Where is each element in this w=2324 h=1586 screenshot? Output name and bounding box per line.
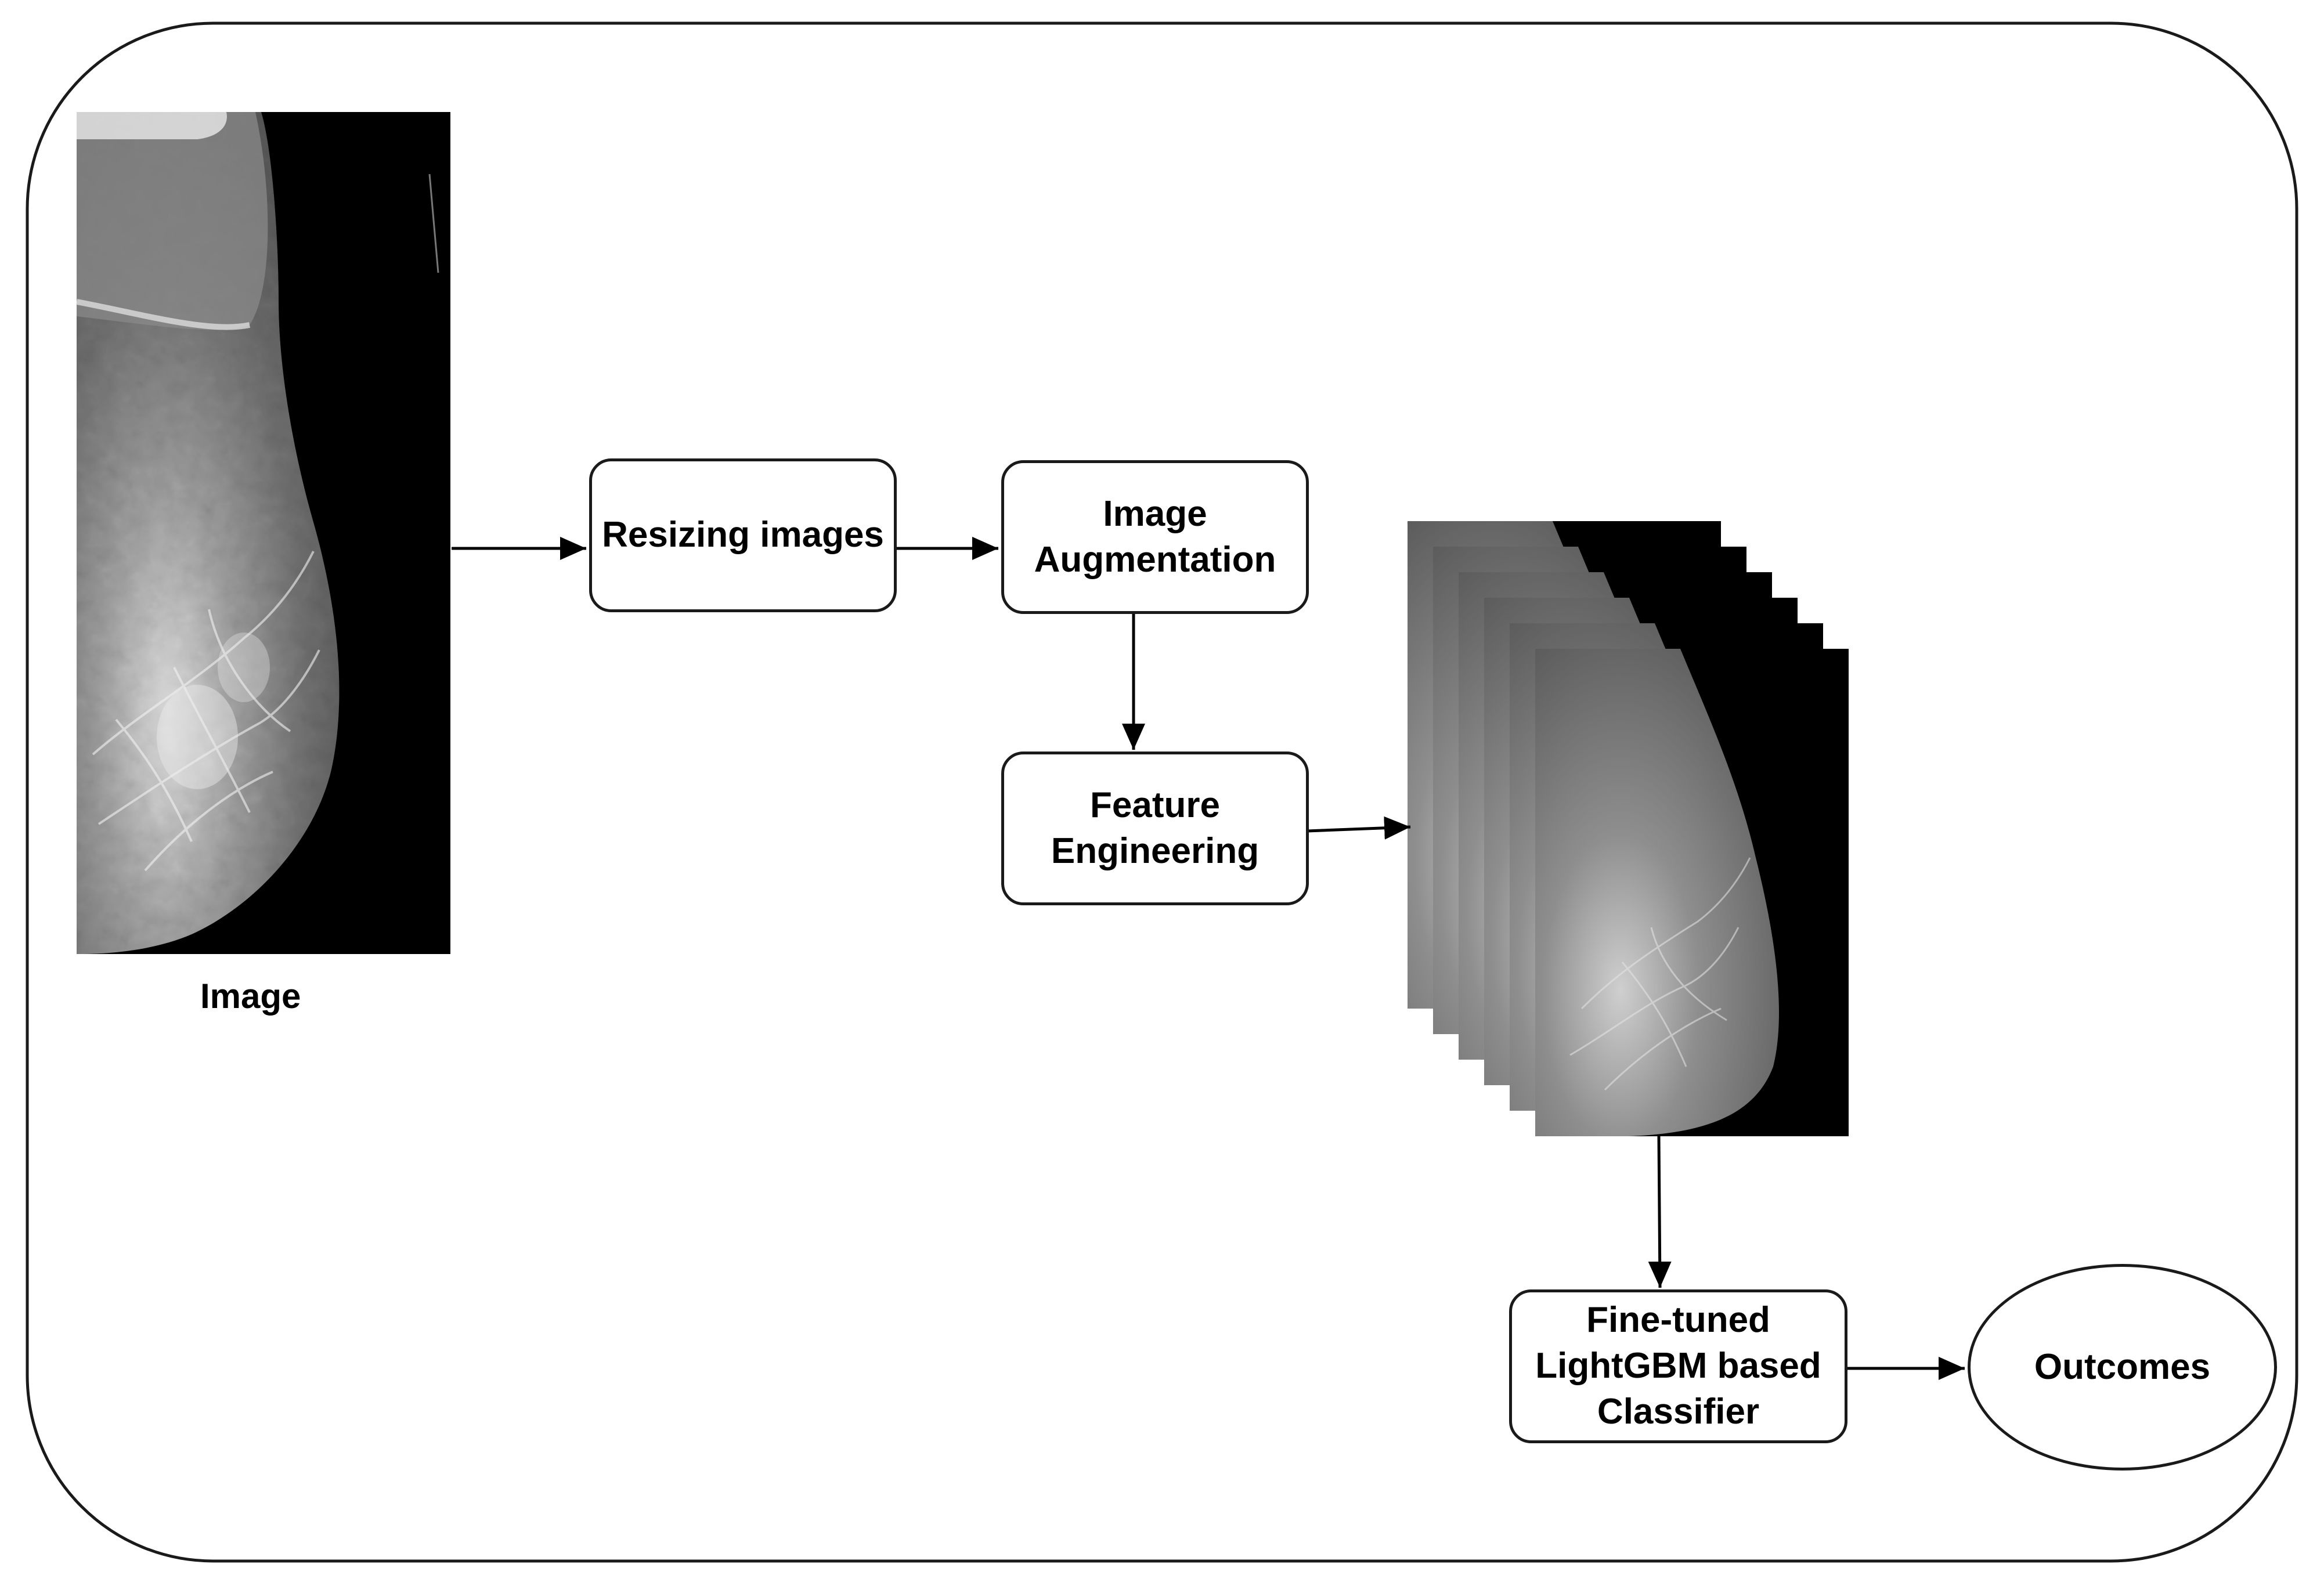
outer-frame bbox=[26, 21, 2298, 1563]
classifier-node: Fine-tuned LightGBM based Classifier bbox=[1509, 1289, 1847, 1443]
arrow-features-to-stack bbox=[1307, 816, 1411, 840]
resize-node: Resizing images bbox=[589, 458, 897, 612]
outcomes-node: Outcomes bbox=[1968, 1264, 2277, 1471]
feature-engineering-label: Feature Engineering bbox=[1051, 785, 1260, 871]
input-image bbox=[76, 112, 450, 954]
augmentation-node: Image Augmentation bbox=[1001, 460, 1309, 614]
input-image-caption: Image bbox=[200, 977, 301, 1016]
resize-label: Resizing images bbox=[602, 515, 884, 555]
classifier-label: Fine-tuned LightGBM based Classifier bbox=[1535, 1300, 1821, 1432]
outcomes-label: Outcomes bbox=[2034, 1346, 2211, 1387]
feature-engineering-node: Feature Engineering bbox=[1001, 752, 1309, 905]
augmentation-label: Image Augmentation bbox=[1034, 493, 1276, 580]
arrow-stack-to-classifier bbox=[1648, 1136, 1672, 1288]
